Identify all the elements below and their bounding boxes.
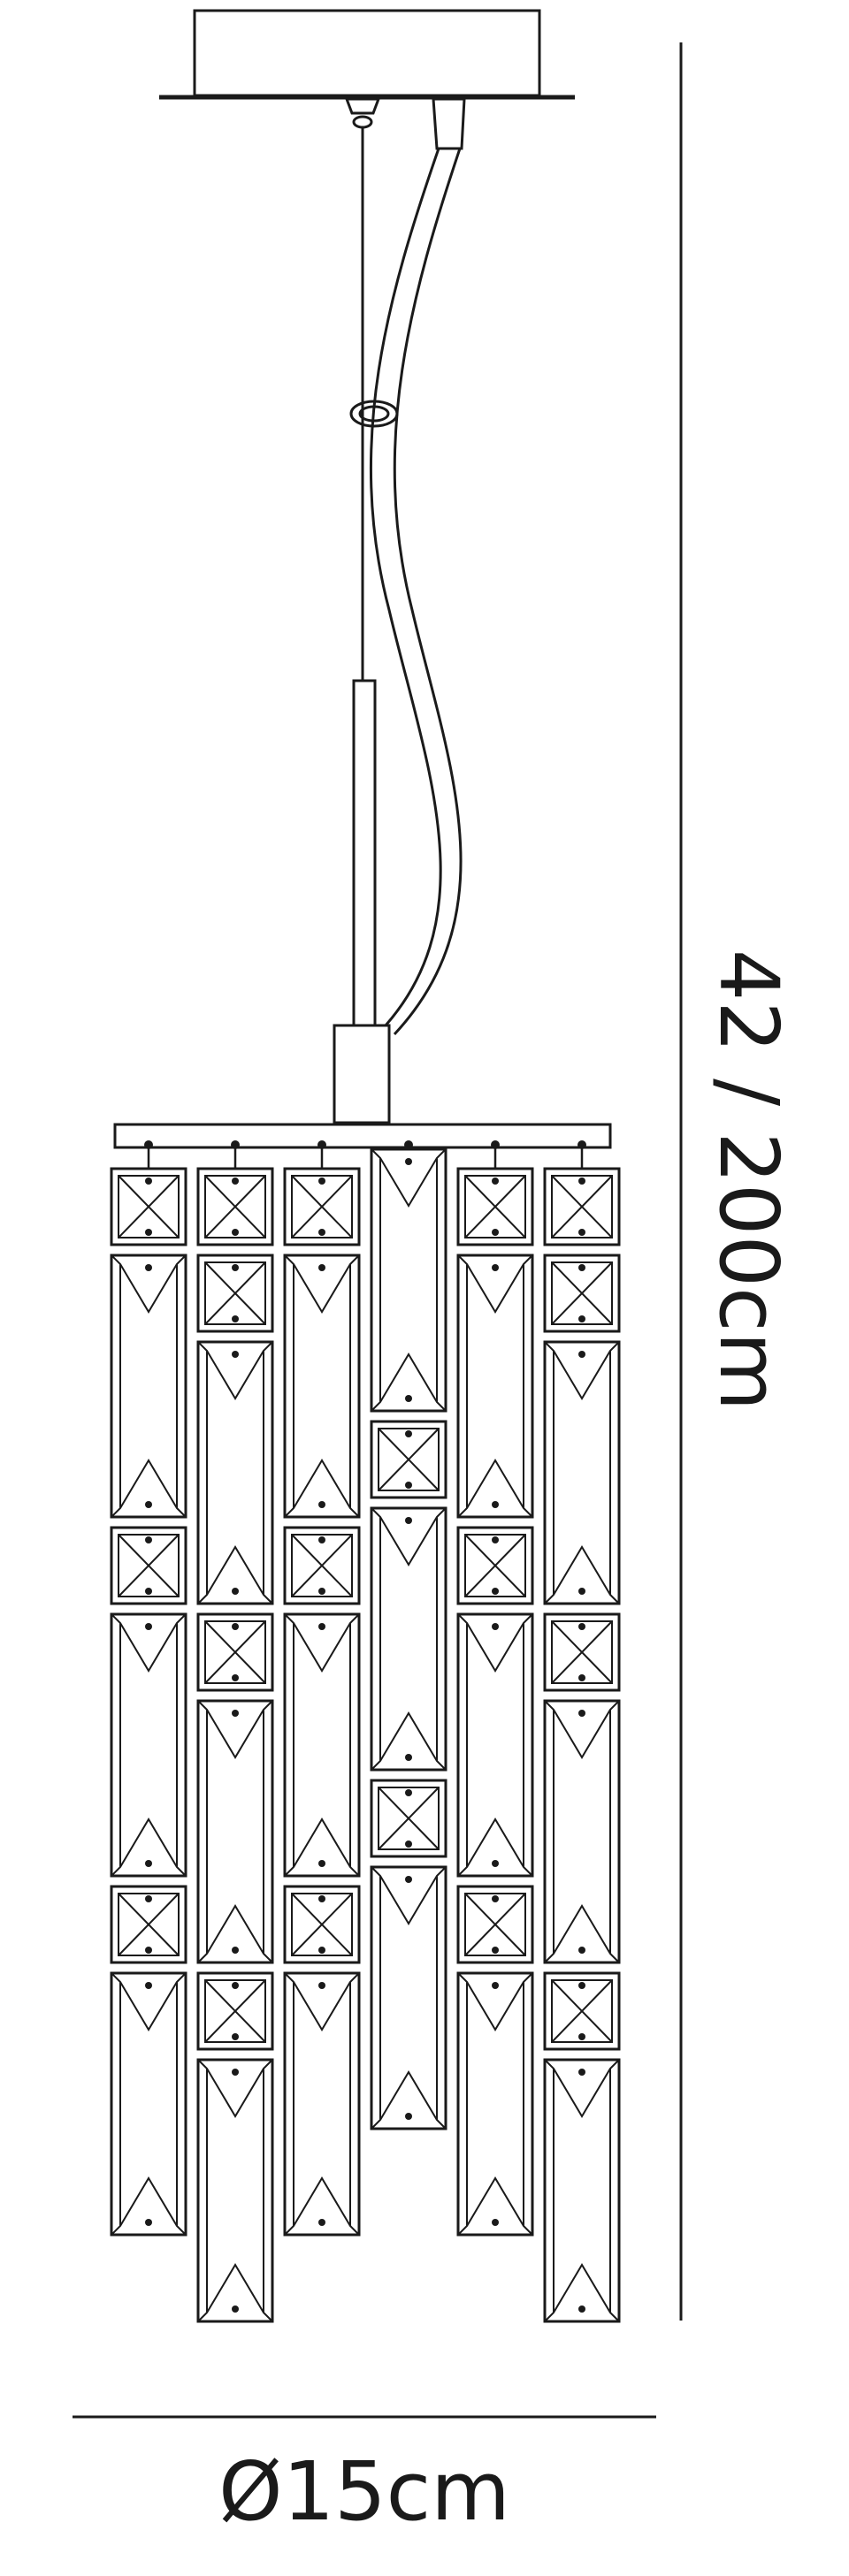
crystal-square-small xyxy=(543,1971,621,2051)
cable-gripper-nut xyxy=(352,115,373,129)
mounting-plate xyxy=(113,1123,612,1149)
diameter-dimension: Ø15cm xyxy=(73,2415,656,2539)
crystal-square-small xyxy=(283,1526,361,1605)
crystal-prism-long xyxy=(110,1612,187,1878)
crystal-prism-long xyxy=(456,1254,534,1519)
crystal-square-small xyxy=(283,1885,361,1964)
crystal-prism-long xyxy=(196,1340,274,1605)
suspension xyxy=(333,97,466,1124)
crystal-prism-long xyxy=(370,1506,447,1772)
crystal-square-small xyxy=(370,1779,447,1858)
crystal-prism-long xyxy=(370,1147,447,1413)
crystal-prism-long xyxy=(110,1971,187,2237)
crystal-square-small xyxy=(456,1885,534,1964)
ceiling-canopy xyxy=(159,9,575,100)
crystal-drops xyxy=(110,1140,621,2323)
crystal-prism-long xyxy=(543,1340,621,1605)
suspension-rod xyxy=(352,679,377,1027)
crystal-prism-long xyxy=(543,1699,621,1964)
hanging-pin xyxy=(577,1140,586,1169)
crystal-square-small xyxy=(196,1167,274,1246)
crystal-prism-long xyxy=(370,1865,447,2130)
cable-gripper xyxy=(344,97,381,115)
crystal-prism-long xyxy=(456,1612,534,1878)
hanging-pin xyxy=(144,1140,153,1169)
hanging-pin xyxy=(491,1140,500,1169)
crystal-square-small xyxy=(456,1526,534,1605)
canopy-box xyxy=(193,9,541,97)
crystal-square-small xyxy=(456,1167,534,1246)
crystal-prism-long xyxy=(283,1971,361,2237)
crystal-square-small xyxy=(110,1885,187,1964)
crystal-prism-long xyxy=(196,1699,274,1964)
lamp-holder-cup xyxy=(333,1024,391,1124)
crystal-square-small xyxy=(196,1971,274,2051)
power-cord xyxy=(369,148,442,1026)
crystal-square-small xyxy=(110,1526,187,1605)
crystal-prism-long xyxy=(283,1612,361,1878)
crystal-prism-long xyxy=(110,1254,187,1519)
height-dimension-label: 42 / 200cm xyxy=(701,949,796,1411)
height-dimension: 42 / 200cm xyxy=(679,42,796,2321)
hanging-pin xyxy=(231,1140,240,1169)
crystal-square-small xyxy=(110,1167,187,1246)
crystal-prism-long xyxy=(543,2058,621,2323)
crystal-square-small xyxy=(543,1167,621,1246)
crystal-square-small xyxy=(196,1612,274,1692)
crystal-square-small xyxy=(283,1167,361,1246)
crystal-square-small xyxy=(370,1420,447,1499)
crystal-square-small xyxy=(543,1612,621,1692)
crystal-prism-long xyxy=(283,1254,361,1519)
hanging-pin xyxy=(317,1140,326,1169)
crystal-square-small xyxy=(543,1254,621,1333)
crystal-prism-long xyxy=(456,1971,534,2237)
power-cord-edge xyxy=(393,148,463,1036)
crystal-square-small xyxy=(196,1254,274,1333)
crystal-prism-long xyxy=(196,2058,274,2323)
cord-grip xyxy=(432,97,466,150)
diameter-dimension-label: Ø15cm xyxy=(218,2444,510,2539)
